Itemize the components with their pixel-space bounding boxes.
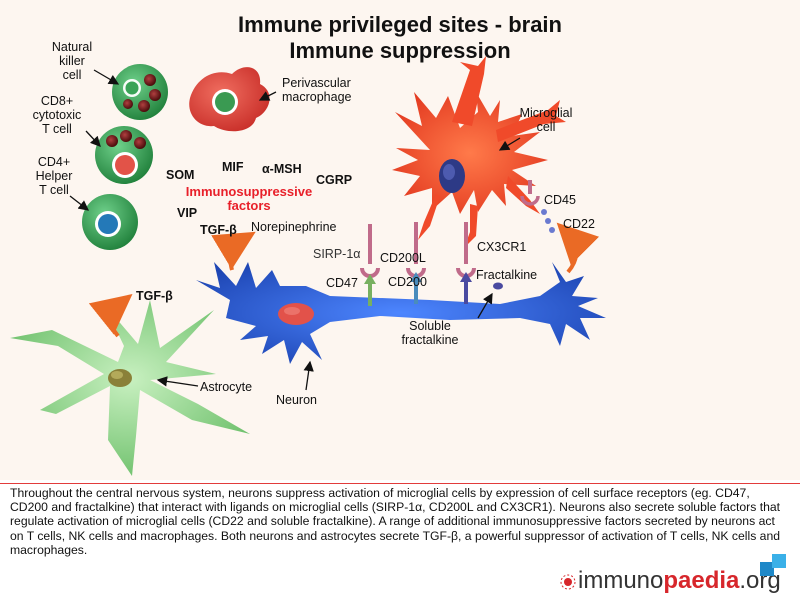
cd8-label-line: cytotoxic bbox=[32, 108, 82, 122]
mif-label: MIF bbox=[222, 160, 244, 174]
immunopaedia-logo: immunopaedia.org bbox=[560, 554, 792, 596]
cd45-label: CD45 bbox=[544, 193, 576, 207]
vip-label: VIP bbox=[177, 206, 198, 220]
diagram-canvas bbox=[10, 56, 606, 476]
title-line-1: Immune privileged sites - brain bbox=[238, 12, 562, 37]
cd22-dots bbox=[541, 209, 555, 233]
caption-divider bbox=[0, 483, 800, 484]
cd4-label-line: T cell bbox=[39, 183, 69, 197]
perivascular-macrophage bbox=[189, 67, 270, 132]
soluble-label-line: Soluble bbox=[409, 319, 451, 333]
cd4-t-cell bbox=[82, 194, 138, 250]
neuron bbox=[196, 262, 606, 364]
immunosuppressive-factors-label: Immunosuppressive factors bbox=[178, 185, 320, 213]
cd200-label: CD200 bbox=[388, 275, 427, 289]
cd4-label-line: Helper bbox=[35, 169, 73, 183]
logo-text-paedia: paedia bbox=[663, 567, 740, 594]
cd200l-label: CD200L bbox=[380, 251, 426, 265]
nk-cell-label: Natural killer cell bbox=[44, 40, 100, 82]
microglial-label: Microglial cell bbox=[508, 106, 584, 134]
logo-text: immunopaedia.org bbox=[578, 566, 781, 596]
figure-panel: Immune privileged sites - brain Immune s… bbox=[0, 0, 800, 480]
logo-text-immuno: immuno bbox=[578, 567, 664, 594]
cd4-label-line: CD4+ bbox=[37, 155, 71, 169]
som-label: SOM bbox=[166, 168, 195, 182]
neuron-label: Neuron bbox=[276, 393, 317, 407]
logo-mark-icon bbox=[560, 574, 576, 590]
cd8-label: CD8+ cytotoxic T cell bbox=[20, 94, 94, 136]
astrocyte-label: Astrocyte bbox=[200, 380, 253, 394]
cd47-label: CD47 bbox=[326, 276, 358, 290]
amsh-label: α-MSH bbox=[262, 162, 302, 176]
cd22-label: CD22 bbox=[563, 217, 595, 231]
logo-cubes-icon bbox=[760, 554, 786, 576]
perivascular-label: Perivascular macrophage bbox=[282, 76, 352, 104]
perivascular-label-line: macrophage bbox=[282, 90, 352, 104]
soluble-fractalkine-label: Soluble fractalkine bbox=[382, 319, 478, 347]
cd8-label-line: T cell bbox=[42, 122, 72, 136]
microglial-label-line: cell bbox=[536, 120, 556, 134]
caption-text: Throughout the central nervous system, n… bbox=[10, 486, 781, 557]
tgf-beta-astrocyte-label: TGF-β bbox=[136, 289, 173, 303]
title-line-2: Immune suppression bbox=[289, 38, 511, 63]
orange-arrows bbox=[88, 222, 600, 338]
cgrp-label: CGRP bbox=[316, 173, 353, 187]
nk-label-line: killer bbox=[59, 54, 85, 68]
sirp-label: SIRP-1α bbox=[313, 247, 361, 261]
astrocyte bbox=[10, 300, 250, 476]
cd8-t-cell bbox=[95, 126, 153, 184]
cx3cr1-label: CX3CR1 bbox=[477, 240, 527, 254]
pointer-arrows bbox=[69, 69, 521, 391]
cd4-label: CD4+ Helper T cell bbox=[22, 155, 86, 197]
nk-cell bbox=[112, 64, 168, 120]
microglial-label-line: Microglial bbox=[519, 106, 573, 120]
immuno-label-line: factors bbox=[227, 198, 271, 213]
cd8-label-line: CD8+ bbox=[40, 94, 74, 108]
norepinephrine-label: Norepinephrine bbox=[251, 220, 337, 234]
tgf-beta-neuron-label: TGF-β bbox=[200, 223, 237, 237]
fractalkine-label: Fractalkine bbox=[476, 268, 538, 282]
microglial-cell bbox=[392, 56, 566, 248]
perivascular-label-line: Perivascular bbox=[282, 76, 351, 90]
nk-label-line: cell bbox=[62, 68, 82, 82]
soluble-label-line: fractalkine bbox=[401, 333, 459, 347]
nk-label-line: Natural bbox=[51, 40, 93, 54]
neuron-receptors bbox=[364, 272, 503, 306]
immuno-label-line: Immunosuppressive bbox=[185, 184, 313, 199]
